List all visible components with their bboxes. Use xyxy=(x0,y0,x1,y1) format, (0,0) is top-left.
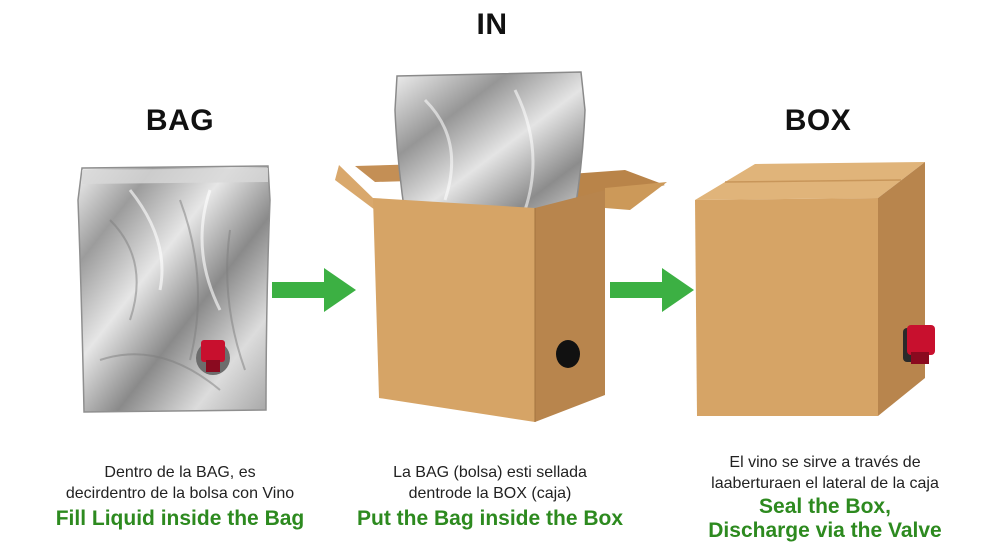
step-1-action: Fill Liquid inside the Bag xyxy=(55,507,305,530)
valve-icon xyxy=(196,340,230,375)
step-2-desc-line-2: dentrode la BOX (caja) xyxy=(408,485,572,502)
step-3-action-line-2: Discharge via the Valve xyxy=(708,519,942,542)
valve-icon-2 xyxy=(903,325,935,364)
closed-box-icon xyxy=(695,162,935,416)
step-3-title: BOX xyxy=(784,104,852,137)
step-2-title: IN xyxy=(476,8,508,41)
step-3-desc-line-2: laaberturaen el lateral de la caja xyxy=(711,475,939,492)
foil-bag-icon xyxy=(77,165,271,413)
step-1-desc-line-2: decirdentro de la bolsa con Vino xyxy=(65,485,295,502)
right-arrow-icon xyxy=(272,268,356,312)
step-3-action-line-1: Seal the Box, xyxy=(759,495,891,518)
step-1-title: BAG xyxy=(145,104,215,137)
right-arrow-icon-2 xyxy=(610,268,694,312)
open-box-icon xyxy=(335,71,667,422)
step-3-desc-line-1: El vino se sirve a través de xyxy=(729,454,921,471)
step-1-desc-line-1: Dentro de la BAG, es xyxy=(104,464,256,481)
step-2-action: Put the Bag inside the Box xyxy=(356,507,624,530)
step-2-desc-line-1: La BAG (bolsa) esti sellada xyxy=(393,464,587,481)
